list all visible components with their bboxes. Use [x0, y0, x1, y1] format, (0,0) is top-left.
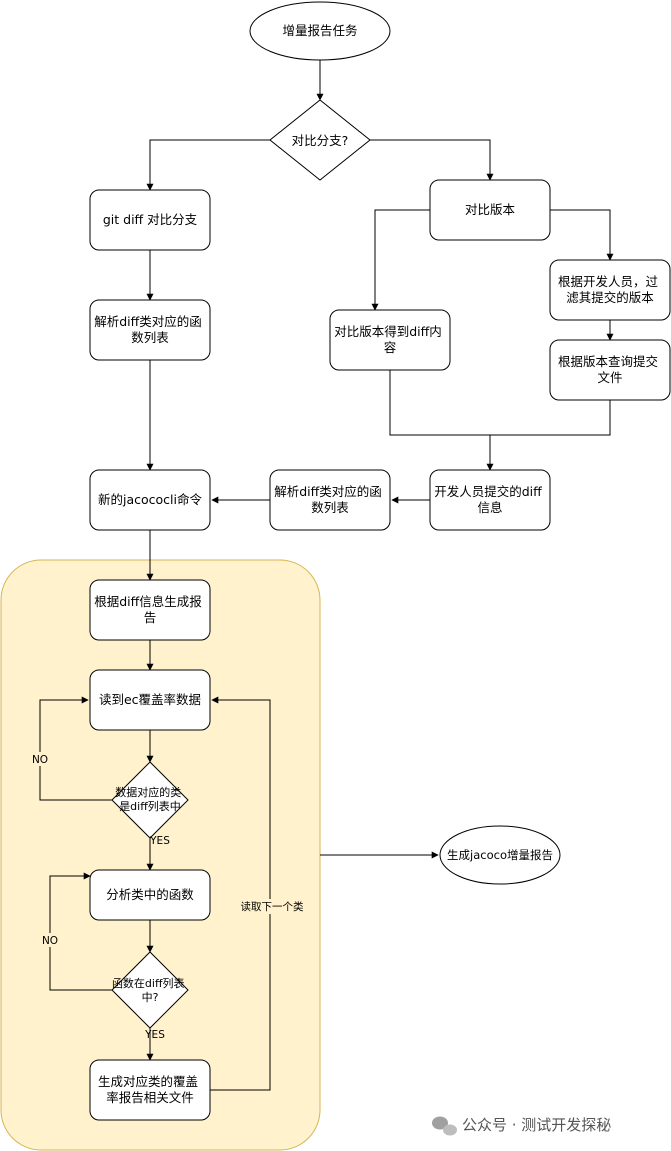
gen-files-node	[89, 1059, 211, 1121]
edges	[39, 60, 614, 1091]
decision-func-label: 函数在diff列表 中?	[112, 976, 188, 1004]
query-files-node	[549, 339, 671, 401]
read-next-label-bg	[237, 899, 307, 914]
git-diff-node	[89, 189, 211, 251]
parse-funcs-left-line1: 解析diff类对应的函	[94, 314, 202, 329]
read-next-label: 读取下一个类	[241, 900, 304, 913]
gen-report-label: 根据diff信息生成报 告	[94, 594, 206, 625]
query-files-label: 根据版本查询提交 文件	[558, 354, 662, 385]
compare-version-label: 对比版本	[465, 202, 516, 217]
filter-dev-line2: 滤其提交的版本	[566, 290, 654, 305]
yes-func-label: YES	[144, 1029, 165, 1041]
final-report-label: 生成jacoco增量报告	[447, 848, 553, 862]
analyze-funcs-node	[89, 869, 211, 921]
edge-query-merge	[490, 400, 611, 436]
parse-funcs-mid-node	[269, 469, 391, 531]
dev-diff-info-label: 开发人员提交的diff 信息	[434, 484, 546, 515]
edge-compare-to-version-diff	[371, 209, 430, 311]
start-node	[249, 1, 391, 61]
start-label: 增量报告任务	[282, 23, 357, 38]
edge-compare-to-filter-dev	[550, 209, 614, 261]
read-ec-label: 读到ec覆盖率数据	[99, 692, 201, 707]
gen-files-label: 生成对应类的覆盖 率报告相关文件	[98, 1074, 202, 1105]
dev-diff-info-node	[429, 469, 551, 531]
edge-decision-to-compare-version	[370, 139, 494, 181]
parse-funcs-mid-label: 解析diff类对应的函 数列表	[274, 484, 386, 515]
parse-funcs-left-label: 解析diff类对应的函 数列表	[94, 314, 206, 345]
decision-func-line2: 中?	[142, 991, 159, 1004]
filter-dev-line1: 根据开发人员，过	[558, 274, 659, 289]
decision-func-node	[111, 951, 189, 1029]
parse-funcs-left-line2: 数列表	[131, 330, 169, 345]
decision-class-label: 数据对应的类 是diff列表中	[115, 785, 185, 813]
decision-class-line1: 数据对应的类	[115, 785, 181, 799]
watermark-text: 公众号 · 测试开发探秘	[462, 1116, 611, 1134]
version-diff-line2: 容	[384, 340, 397, 355]
query-files-line2: 文件	[597, 370, 622, 385]
compare-version-node	[429, 179, 551, 241]
no-func-label-bg	[38, 933, 62, 947]
yes-class-label: YES	[149, 835, 170, 847]
dev-diff-info-line2: 信息	[477, 500, 502, 515]
version-diff-label: 对比版本得到diff内 容	[334, 324, 446, 355]
decision-class-node	[111, 761, 189, 839]
new-cli-node	[89, 469, 211, 531]
analyze-funcs-label: 分析类中的函数	[106, 887, 194, 902]
edge-read-next-class	[210, 696, 271, 1091]
no-class-label: NO	[32, 754, 48, 766]
filter-dev-label: 根据开发人员，过 滤其提交的版本	[558, 274, 662, 305]
parse-funcs-mid-line2: 数列表	[311, 500, 349, 515]
query-files-line1: 根据版本查询提交	[558, 354, 658, 369]
edge-version-diff-merge	[389, 370, 494, 471]
git-diff-label: git diff 对比分支	[103, 212, 198, 227]
parse-funcs-mid-line1: 解析diff类对应的函	[274, 484, 382, 499]
gen-files-line1: 生成对应类的覆盖	[98, 1074, 198, 1089]
new-cli-label: 新的jacococli命令	[98, 492, 202, 507]
version-diff-node	[329, 309, 451, 371]
gen-report-line1: 根据diff信息生成报	[94, 594, 202, 609]
decision-branch-label: 对比分支?	[292, 133, 349, 148]
no-func-label: NO	[42, 935, 58, 947]
gen-report-node	[89, 579, 211, 641]
watermark: 公众号 · 测试开发探秘	[432, 1116, 611, 1136]
decision-branch-node	[269, 99, 371, 181]
decision-class-line2: 是diff列表中	[119, 799, 181, 813]
final-report-node	[439, 825, 561, 885]
filter-dev-node	[549, 259, 671, 321]
decision-func-line1: 函数在diff列表	[112, 976, 185, 990]
read-ec-node	[89, 669, 211, 731]
gen-files-line2: 率报告相关文件	[106, 1090, 194, 1105]
version-diff-line1: 对比版本得到diff内	[334, 324, 442, 339]
gen-report-line2: 告	[144, 610, 157, 625]
no-class-label-bg	[28, 752, 52, 766]
wechat-icon	[432, 1116, 457, 1136]
edge-decision-class-no	[39, 696, 112, 801]
dev-diff-info-line1: 开发人员提交的diff	[434, 484, 542, 499]
edge-decision-to-git-diff	[146, 139, 270, 191]
parse-funcs-left-node	[89, 299, 211, 361]
